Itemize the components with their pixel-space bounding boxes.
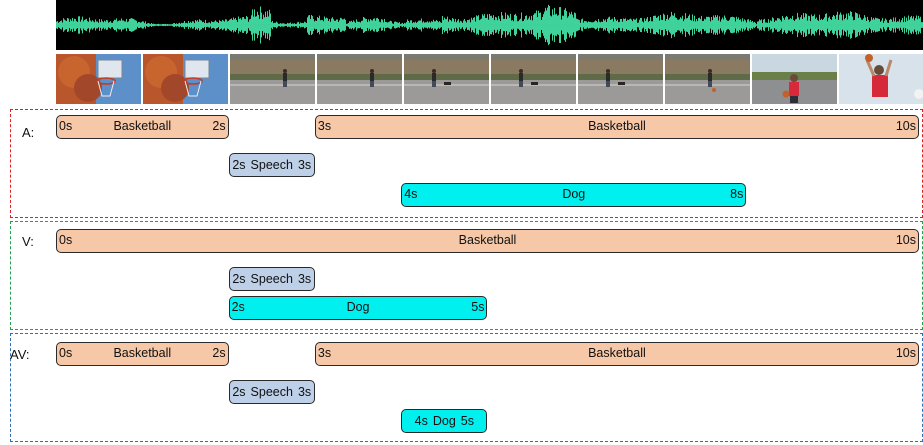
video-frame bbox=[752, 54, 837, 104]
segment-event-name: Basketball bbox=[458, 233, 517, 247]
segment-end-time: 8s bbox=[730, 187, 744, 201]
segment-start-time: 0s bbox=[59, 119, 73, 133]
segment-end-time: 3s bbox=[297, 157, 312, 172]
video-frame-image bbox=[752, 54, 837, 104]
video-frame-image bbox=[56, 54, 141, 104]
segment-end-time: 10s bbox=[895, 119, 916, 133]
event-segment-speech: 2s Speech 3s bbox=[228, 380, 315, 404]
video-frame-image bbox=[665, 54, 750, 104]
video-frame-image bbox=[230, 54, 315, 104]
segment-start-time: 4s bbox=[414, 413, 428, 428]
event-segment-basketball: 3s Basketball 10s bbox=[314, 115, 919, 139]
video-frame bbox=[230, 54, 315, 104]
segment-start-time: 4s bbox=[404, 187, 418, 201]
segment-end-time: 5s bbox=[460, 413, 474, 428]
video-frame bbox=[839, 54, 923, 104]
video-frame bbox=[143, 54, 228, 104]
segment-event-name: Speech bbox=[250, 157, 293, 172]
video-frame-image bbox=[839, 54, 923, 104]
video-frame-image bbox=[404, 54, 489, 104]
segment-end-time: 2s bbox=[212, 346, 226, 360]
segment-start-time: 3s bbox=[317, 346, 332, 360]
segment-start-time: 0s bbox=[59, 346, 73, 360]
video-frame-image bbox=[491, 54, 576, 104]
segment-event-name: Basketball bbox=[588, 346, 646, 360]
segment-event-name: Speech bbox=[250, 384, 293, 399]
segment-event-name: Dog bbox=[562, 187, 586, 201]
video-frame-image bbox=[578, 54, 663, 104]
segment-start-time: 2s bbox=[232, 271, 246, 286]
video-frame-strip bbox=[56, 54, 923, 104]
segment-event-name: Dog bbox=[432, 413, 456, 428]
segment-end-time: 10s bbox=[895, 233, 916, 247]
event-segment-basketball: 0s Basketball 10s bbox=[56, 229, 919, 253]
event-segment-dog: 4s Dog 5s bbox=[401, 409, 488, 433]
segment-start-time: 2s bbox=[232, 384, 246, 399]
event-segment-basketball: 3s Basketball 10s bbox=[314, 342, 919, 366]
event-segment-dog: 4s Dog 8s bbox=[401, 183, 747, 207]
waveform-lines bbox=[56, 4, 923, 46]
segment-event-name: Speech bbox=[250, 271, 293, 286]
video-frame bbox=[404, 54, 489, 104]
segment-event-name: Dog bbox=[346, 300, 370, 314]
video-frame-image bbox=[143, 54, 228, 104]
event-segment-basketball: 0s Basketball 2s bbox=[56, 342, 229, 366]
section-label: A: bbox=[22, 125, 35, 140]
section-label: V: bbox=[22, 234, 34, 249]
segment-end-time: 10s bbox=[895, 346, 916, 360]
segment-event-name: Basketball bbox=[588, 119, 646, 133]
segment-end-time: 3s bbox=[297, 384, 312, 399]
segment-event-name: Basketball bbox=[113, 119, 172, 133]
event-segment-speech: 2s Speech 3s bbox=[228, 267, 315, 291]
segment-start-time: 2s bbox=[232, 157, 246, 172]
segment-end-time: 3s bbox=[297, 271, 312, 286]
event-segment-speech: 2s Speech 3s bbox=[228, 153, 315, 177]
section-label: AV: bbox=[10, 347, 30, 362]
audio-waveform-graph bbox=[56, 4, 923, 46]
video-frame bbox=[317, 54, 402, 104]
video-frame bbox=[491, 54, 576, 104]
event-segment-dog: 2s Dog 5s bbox=[228, 296, 488, 320]
segment-start-time: 2s bbox=[231, 300, 245, 314]
audio-waveform bbox=[56, 0, 923, 50]
segment-start-time: 0s bbox=[59, 233, 73, 247]
segment-end-time: 2s bbox=[212, 119, 226, 133]
video-frame-image bbox=[317, 54, 402, 104]
segment-end-time: 5s bbox=[471, 300, 485, 314]
video-frame bbox=[578, 54, 663, 104]
segment-event-name: Basketball bbox=[113, 346, 172, 360]
segment-start-time: 3s bbox=[317, 119, 332, 133]
video-frame bbox=[665, 54, 750, 104]
video-frame bbox=[56, 54, 141, 104]
event-segment-basketball: 0s Basketball 2s bbox=[56, 115, 229, 139]
